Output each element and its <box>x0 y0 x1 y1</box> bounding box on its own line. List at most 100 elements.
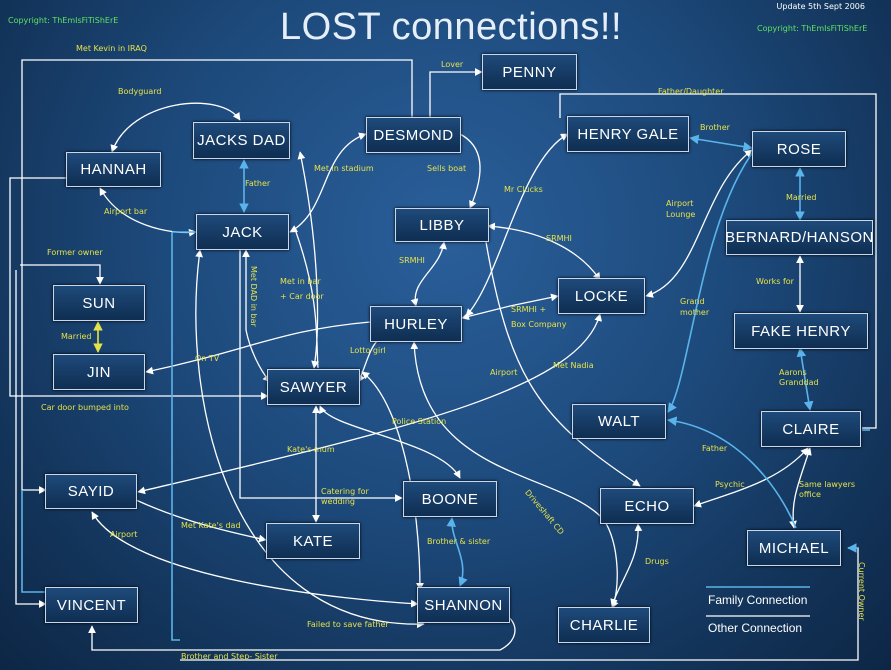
edge-met-in-stadium <box>289 132 367 233</box>
copyright-right: Copyright: ThEmIsFiTiShErE <box>757 24 868 33</box>
edge-met-kevin <box>21 59 413 494</box>
edge-vincent-left <box>15 270 47 608</box>
label-aarons-2: Granddad <box>779 378 819 387</box>
edge-father-walt <box>667 416 797 529</box>
label-brother: Brother <box>700 123 730 132</box>
label-mr-clucks: Mr Clucks <box>504 185 543 194</box>
label-married-rose: Married <box>786 193 817 202</box>
label-grand-2: mother <box>680 308 710 317</box>
label-lover: Lover <box>441 60 464 69</box>
node-kate[interactable]: KATE <box>266 523 360 559</box>
node-echo[interactable]: ECHO <box>600 488 694 524</box>
edge-brother-sister <box>446 517 468 587</box>
label-aarons-1: Aarons <box>779 368 807 377</box>
label-on-tv: On TV <box>195 354 220 363</box>
edge-grandmother <box>667 147 757 413</box>
edge-drugs <box>610 523 643 607</box>
edge-jack-sawyer-car <box>295 231 319 369</box>
label-airport-lounge-2: Lounge <box>666 210 696 219</box>
label-married-sun: Married <box>61 332 92 341</box>
label-lotto-girl: Lotto girl <box>350 346 386 355</box>
node-fake-henry[interactable]: FAKE HENRY <box>734 313 868 349</box>
copyright-left: Copyright: ThEmIsFiTiShErE <box>8 16 119 25</box>
node-sayid[interactable]: SAYID <box>45 474 137 509</box>
edge-airport-sayid <box>91 511 419 608</box>
label-drugs: Drugs <box>645 557 669 566</box>
label-former-owner: Former owner <box>47 248 103 257</box>
label-sells-boat: Sells boat <box>427 164 467 173</box>
label-grand-1: Grand <box>680 297 705 306</box>
edge-vincent-blue <box>21 490 46 593</box>
edge-srmhi <box>410 241 447 307</box>
edge-airport-lounge <box>645 149 753 298</box>
edge-failed-to-save <box>195 249 425 629</box>
node-rose[interactable]: ROSE <box>752 131 846 167</box>
node-locke[interactable]: LOCKE <box>558 278 645 314</box>
label-police-station: Police Station <box>392 417 447 426</box>
label-car-door: + Car door <box>280 292 324 301</box>
label-srmhi-right: SRMHI <box>546 234 572 243</box>
edge-psychic <box>693 447 809 508</box>
label-met-kates-dad: Met Kate's dad <box>181 521 241 530</box>
node-desmond[interactable]: DESMOND <box>366 117 461 153</box>
edge-former-owner <box>20 264 104 285</box>
label-box-company: Box Company <box>511 320 567 329</box>
node-claire[interactable]: CLAIRE <box>761 411 861 447</box>
label-srmhi-left: SRMHI <box>399 256 425 265</box>
label-airport-mid: Airport <box>490 368 518 377</box>
label-catering-1: Catering for <box>321 487 369 496</box>
node-michael[interactable]: MICHAEL <box>747 530 841 566</box>
edge-met-kates-dad <box>135 499 267 543</box>
edge-aarons <box>796 347 814 411</box>
label-father-daughter: Father/Daughter <box>658 87 724 96</box>
label-met-nadia: Met Nadia <box>553 361 594 370</box>
label-srmhi-box: SRMHI + <box>511 305 547 314</box>
label-car-door-bumped: Car door bumped into <box>41 403 129 412</box>
edge-hannah-left <box>171 232 180 641</box>
legend-other: Other Connection <box>708 621 803 635</box>
node-henry-gale[interactable]: HENRY GALE <box>567 116 689 152</box>
node-jin[interactable]: JIN <box>53 354 145 390</box>
edge-met-nadia <box>137 313 602 495</box>
page-title: LOST connections!! <box>280 6 623 48</box>
edge-lover <box>429 68 483 118</box>
label-psychic: Psychic <box>715 480 745 489</box>
label-current-owner: Current Owner <box>857 562 866 621</box>
label-airport-bar: Airport bar <box>104 207 148 216</box>
node-jack[interactable]: JACK <box>196 214 289 250</box>
node-sun[interactable]: SUN <box>53 285 145 321</box>
update-date: Update 5th Sept 2006 <box>776 2 865 11</box>
node-charlie[interactable]: CHARLIE <box>558 607 650 643</box>
label-father: Father <box>245 179 271 188</box>
label-kates-mum: Kate's mum <box>287 445 335 454</box>
edge-airport-echo <box>485 241 641 487</box>
node-hurley[interactable]: HURLEY <box>370 306 462 342</box>
label-met-in-stadium: Met in stadium <box>314 164 374 173</box>
node-boone[interactable]: BOONE <box>403 481 497 517</box>
label-met-in-bar: Met in bar <box>280 277 321 286</box>
label-airport-sayid: Airport <box>110 530 138 539</box>
label-same-lawyers-1: Same lawyers <box>799 480 856 489</box>
label-failed-to-save: Failed to save father <box>307 620 389 629</box>
node-jacks-dad[interactable]: JACKS DAD <box>193 122 290 159</box>
node-shannon[interactable]: SHANNON <box>417 587 510 623</box>
node-libby[interactable]: LIBBY <box>395 208 489 242</box>
label-met-dad-in-bar: Met DAD in bar <box>249 266 258 327</box>
node-bernard[interactable]: BERNARD/HANSON <box>725 220 873 255</box>
node-sawyer[interactable]: SAWYER <box>267 369 360 405</box>
label-brother-sister: Brother & sister <box>427 537 491 546</box>
label-father-walt: Father <box>702 444 728 453</box>
edge-srmhi-locke <box>487 222 601 281</box>
node-hannah[interactable]: HANNAH <box>66 152 161 187</box>
edge-claire-top <box>559 93 877 429</box>
label-works-for: Works for <box>756 277 794 286</box>
node-penny[interactable]: PENNY <box>482 54 577 90</box>
node-walt[interactable]: WALT <box>572 404 666 439</box>
label-airport-lounge-1: Airport <box>666 199 694 208</box>
node-vincent[interactable]: VINCENT <box>45 587 138 623</box>
label-brother-step: Brother and Step- Sister <box>181 652 278 661</box>
edge-met-in-bar <box>297 151 319 369</box>
edge-driveshaft <box>410 341 619 609</box>
edge-bodyguard <box>110 102 241 153</box>
